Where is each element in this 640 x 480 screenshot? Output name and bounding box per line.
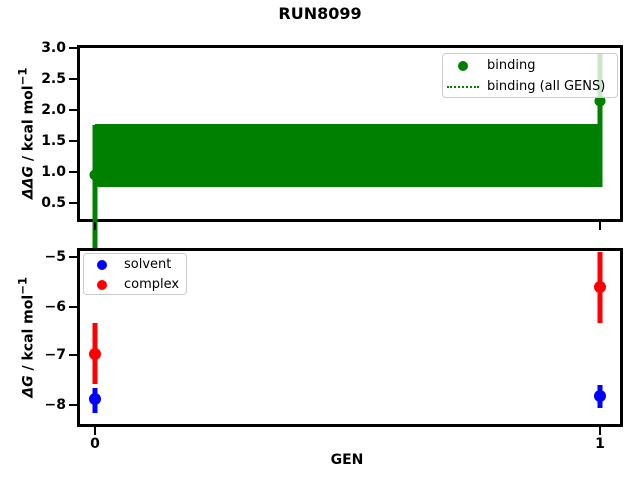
binding-marker-icon — [458, 61, 468, 71]
binding-point-gen1 — [594, 95, 606, 107]
bottom-ytick — [69, 256, 77, 258]
bottom-ylabel-delta: Δ — [20, 386, 37, 398]
bottom-ylabel-exponent: −1 — [15, 276, 30, 295]
top-yticklabel: 1.0 — [41, 164, 66, 180]
top-ytick — [69, 202, 77, 204]
legend-row-complex: complex — [84, 274, 186, 296]
bottom-yticklabel: −5 — [44, 249, 66, 265]
top-ytick — [69, 171, 77, 173]
complex-legend-label: complex — [124, 277, 180, 292]
legend-row-solvent: solvent — [84, 254, 186, 276]
bottom-ytick — [69, 306, 77, 308]
top-legend: binding binding (all GENS) — [442, 53, 618, 98]
bottom-xticklabel-0: 0 — [90, 436, 100, 452]
x-axis-label: GEN — [330, 452, 364, 468]
bottom-ytick — [69, 404, 77, 406]
top-ytick — [69, 109, 77, 111]
binding-all-gens-error-band — [95, 124, 600, 187]
bottom-ylabel: ΔG / kcal mol−1 — [16, 227, 37, 447]
bottom-xtick — [599, 427, 601, 435]
solvent-legend-label: solvent — [124, 257, 172, 272]
top-xtick — [599, 222, 601, 230]
complex-point-gen0 — [89, 348, 101, 360]
binding-errorbar-gen0 — [92, 125, 98, 261]
top-xtick — [94, 222, 96, 230]
bottom-yticklabel: −8 — [44, 397, 66, 413]
legend-row-all-gens: binding (all GENS) — [443, 76, 617, 98]
binding-legend-label: binding — [487, 58, 536, 73]
complex-marker-icon — [97, 280, 107, 290]
solvent-point-gen0 — [89, 393, 101, 405]
top-ytick — [69, 140, 77, 142]
top-axes: binding binding (all GENS) — [77, 45, 623, 261]
binding-point-gen0 — [89, 169, 101, 181]
bottom-yticklabel: −6 — [44, 299, 66, 315]
top-ytick — [69, 47, 77, 49]
figure-title: RUN8099 — [278, 4, 362, 23]
top-ylabel: ΔΔG / kcal mol−1 — [16, 23, 37, 243]
all-gens-legend-label: binding (all GENS) — [487, 79, 606, 94]
bottom-yticklabel: −7 — [44, 347, 66, 363]
top-ylabel-g: G — [20, 166, 37, 178]
top-yticklabel: 3.0 — [41, 40, 66, 56]
bottom-ytick — [69, 354, 77, 356]
top-ylabel-delta: ΔΔ — [20, 177, 37, 200]
top-ylabel-exponent: −1 — [15, 67, 30, 86]
solvent-marker-icon — [97, 260, 107, 270]
complex-point-gen1 — [594, 281, 606, 293]
dotted-line-icon — [447, 86, 479, 88]
top-yticklabel: 0.5 — [41, 195, 66, 211]
top-axes-plot-area: binding binding (all GENS) — [80, 48, 620, 261]
top-yticklabel: 1.5 — [41, 133, 66, 149]
bottom-xticklabel-1: 1 — [595, 436, 605, 452]
bottom-legend: solvent complex — [83, 253, 187, 295]
legend-row-binding: binding — [443, 55, 617, 77]
bottom-axes-plot-area: solvent complex — [80, 251, 620, 424]
top-yticklabel: 2.5 — [41, 71, 66, 87]
top-ylabel-units: / kcal mol — [20, 85, 37, 166]
bottom-ylabel-units: / kcal mol — [20, 294, 37, 376]
top-yticklabel: 2.0 — [41, 102, 66, 118]
bottom-axes: solvent complex — [77, 248, 623, 427]
bottom-xtick — [94, 427, 96, 435]
top-ytick — [69, 78, 77, 80]
bottom-ylabel-g: G — [20, 375, 37, 387]
solvent-point-gen1 — [594, 390, 606, 402]
binding-errorbar-gen1 — [597, 53, 603, 187]
